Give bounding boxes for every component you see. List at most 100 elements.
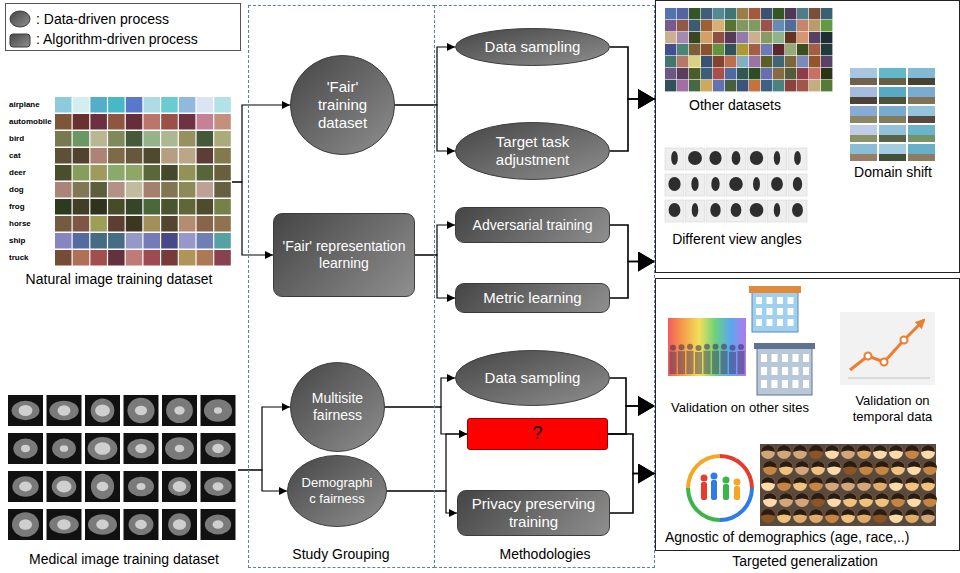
dataset-thumbnail	[773, 80, 784, 91]
image-thumbnail	[108, 97, 125, 113]
dataset-thumbnail	[749, 8, 760, 19]
face	[827, 461, 841, 475]
face	[793, 509, 807, 523]
image-thumbnail	[108, 250, 125, 266]
caption: Natural image training dataset	[4, 271, 234, 288]
dataset-thumbnail	[773, 44, 784, 55]
dataset-thumbnail	[689, 80, 700, 91]
landscape-thumbnail	[850, 87, 877, 104]
ground-area	[850, 135, 877, 142]
scan-body	[168, 477, 191, 496]
person-body	[738, 351, 745, 374]
label-position: frog	[9, 202, 54, 212]
view-thumbnail	[706, 174, 725, 196]
building-window	[788, 319, 794, 326]
dataset-thumbnail	[785, 20, 796, 31]
scan-organ	[212, 444, 224, 453]
scan-organ	[213, 482, 224, 491]
face	[907, 461, 921, 475]
caption: Agnostic of demographics (age, race,..)	[665, 529, 950, 546]
dataset-thumbnail	[665, 56, 676, 67]
image-thumbnail	[214, 114, 231, 130]
scan-body	[13, 439, 37, 459]
label-position: Study Grouping	[253, 546, 429, 563]
figure-head	[711, 473, 718, 480]
class-label: airplane	[9, 100, 54, 110]
bracket-arrow	[610, 474, 655, 514]
landscape-thumbnail	[908, 68, 935, 85]
image-thumbnail	[144, 97, 161, 113]
face-skin	[793, 509, 807, 523]
building-window	[756, 319, 762, 326]
view-background	[706, 200, 725, 222]
chart-background	[840, 312, 935, 385]
person-head	[687, 344, 693, 350]
person-body	[721, 351, 728, 374]
image-thumbnail	[55, 182, 72, 198]
face-hair	[793, 509, 807, 516]
view-background	[706, 148, 725, 170]
face-skin	[777, 445, 791, 459]
crowd-person	[721, 344, 728, 374]
face-skin	[889, 477, 903, 491]
building-window	[761, 367, 767, 375]
dataset-image: airplaneautomobilebirdcatdeerdogfroghors…	[8, 97, 232, 267]
face-hair	[873, 509, 887, 516]
dataset-thumbnail	[761, 20, 772, 31]
medical-image-grid	[8, 395, 236, 540]
image-thumbnail	[144, 233, 161, 249]
label-wrap: Data sampling	[472, 369, 593, 387]
image-thumbnail	[108, 148, 125, 164]
view-background	[727, 148, 746, 170]
landscape-thumbnail	[850, 106, 877, 123]
person-head	[738, 344, 744, 350]
class-label: horse	[9, 219, 54, 229]
building-window	[767, 297, 773, 304]
dataset-thumbnail	[785, 32, 796, 43]
image-thumbnail	[126, 131, 143, 147]
scan-organ	[96, 520, 108, 530]
dataset-thumbnail	[713, 56, 724, 67]
figure-head	[723, 477, 730, 484]
dataset-thumbnail	[665, 80, 676, 91]
dataset-thumbnail	[725, 44, 736, 55]
scan-body	[168, 513, 191, 535]
caption: Validation on temporal data	[840, 393, 945, 424]
face	[809, 445, 823, 459]
caption: Study Grouping	[253, 546, 429, 563]
bracket-arrow	[610, 378, 655, 406]
flow-connector	[238, 407, 290, 470]
crowd-picture	[668, 318, 746, 376]
ellipse-shape	[291, 56, 395, 155]
scan-body	[166, 398, 193, 423]
object-silhouette	[793, 177, 802, 191]
dataset-thumbnail	[701, 80, 712, 91]
demographics-icons	[686, 444, 937, 526]
face-skin	[793, 445, 807, 459]
view-background	[686, 174, 705, 196]
building-window	[772, 367, 778, 375]
image-thumbnail	[55, 233, 72, 249]
dataset-thumbnail	[761, 8, 772, 19]
scan-organ	[19, 519, 32, 529]
face-skin	[857, 445, 871, 459]
scan-thumbnail	[47, 471, 82, 502]
dataset-thumbnail	[821, 8, 832, 19]
clinic-building	[757, 348, 812, 395]
building-window	[756, 297, 762, 304]
image-thumbnail	[197, 165, 214, 181]
face-skin	[923, 493, 937, 507]
face-skin	[889, 445, 903, 459]
image-thumbnail	[161, 182, 178, 198]
face	[777, 445, 791, 459]
ground-area	[908, 97, 935, 104]
view-background	[747, 148, 766, 170]
object-silhouette	[750, 203, 764, 217]
image-thumbnail	[197, 114, 214, 130]
face-skin	[825, 445, 839, 459]
image-thumbnail	[214, 165, 231, 181]
label-wrap: Metric learning	[461, 289, 604, 307]
building-window	[777, 319, 783, 326]
dataset-thumbnail	[701, 20, 712, 31]
scan-thumbnail	[8, 509, 43, 540]
